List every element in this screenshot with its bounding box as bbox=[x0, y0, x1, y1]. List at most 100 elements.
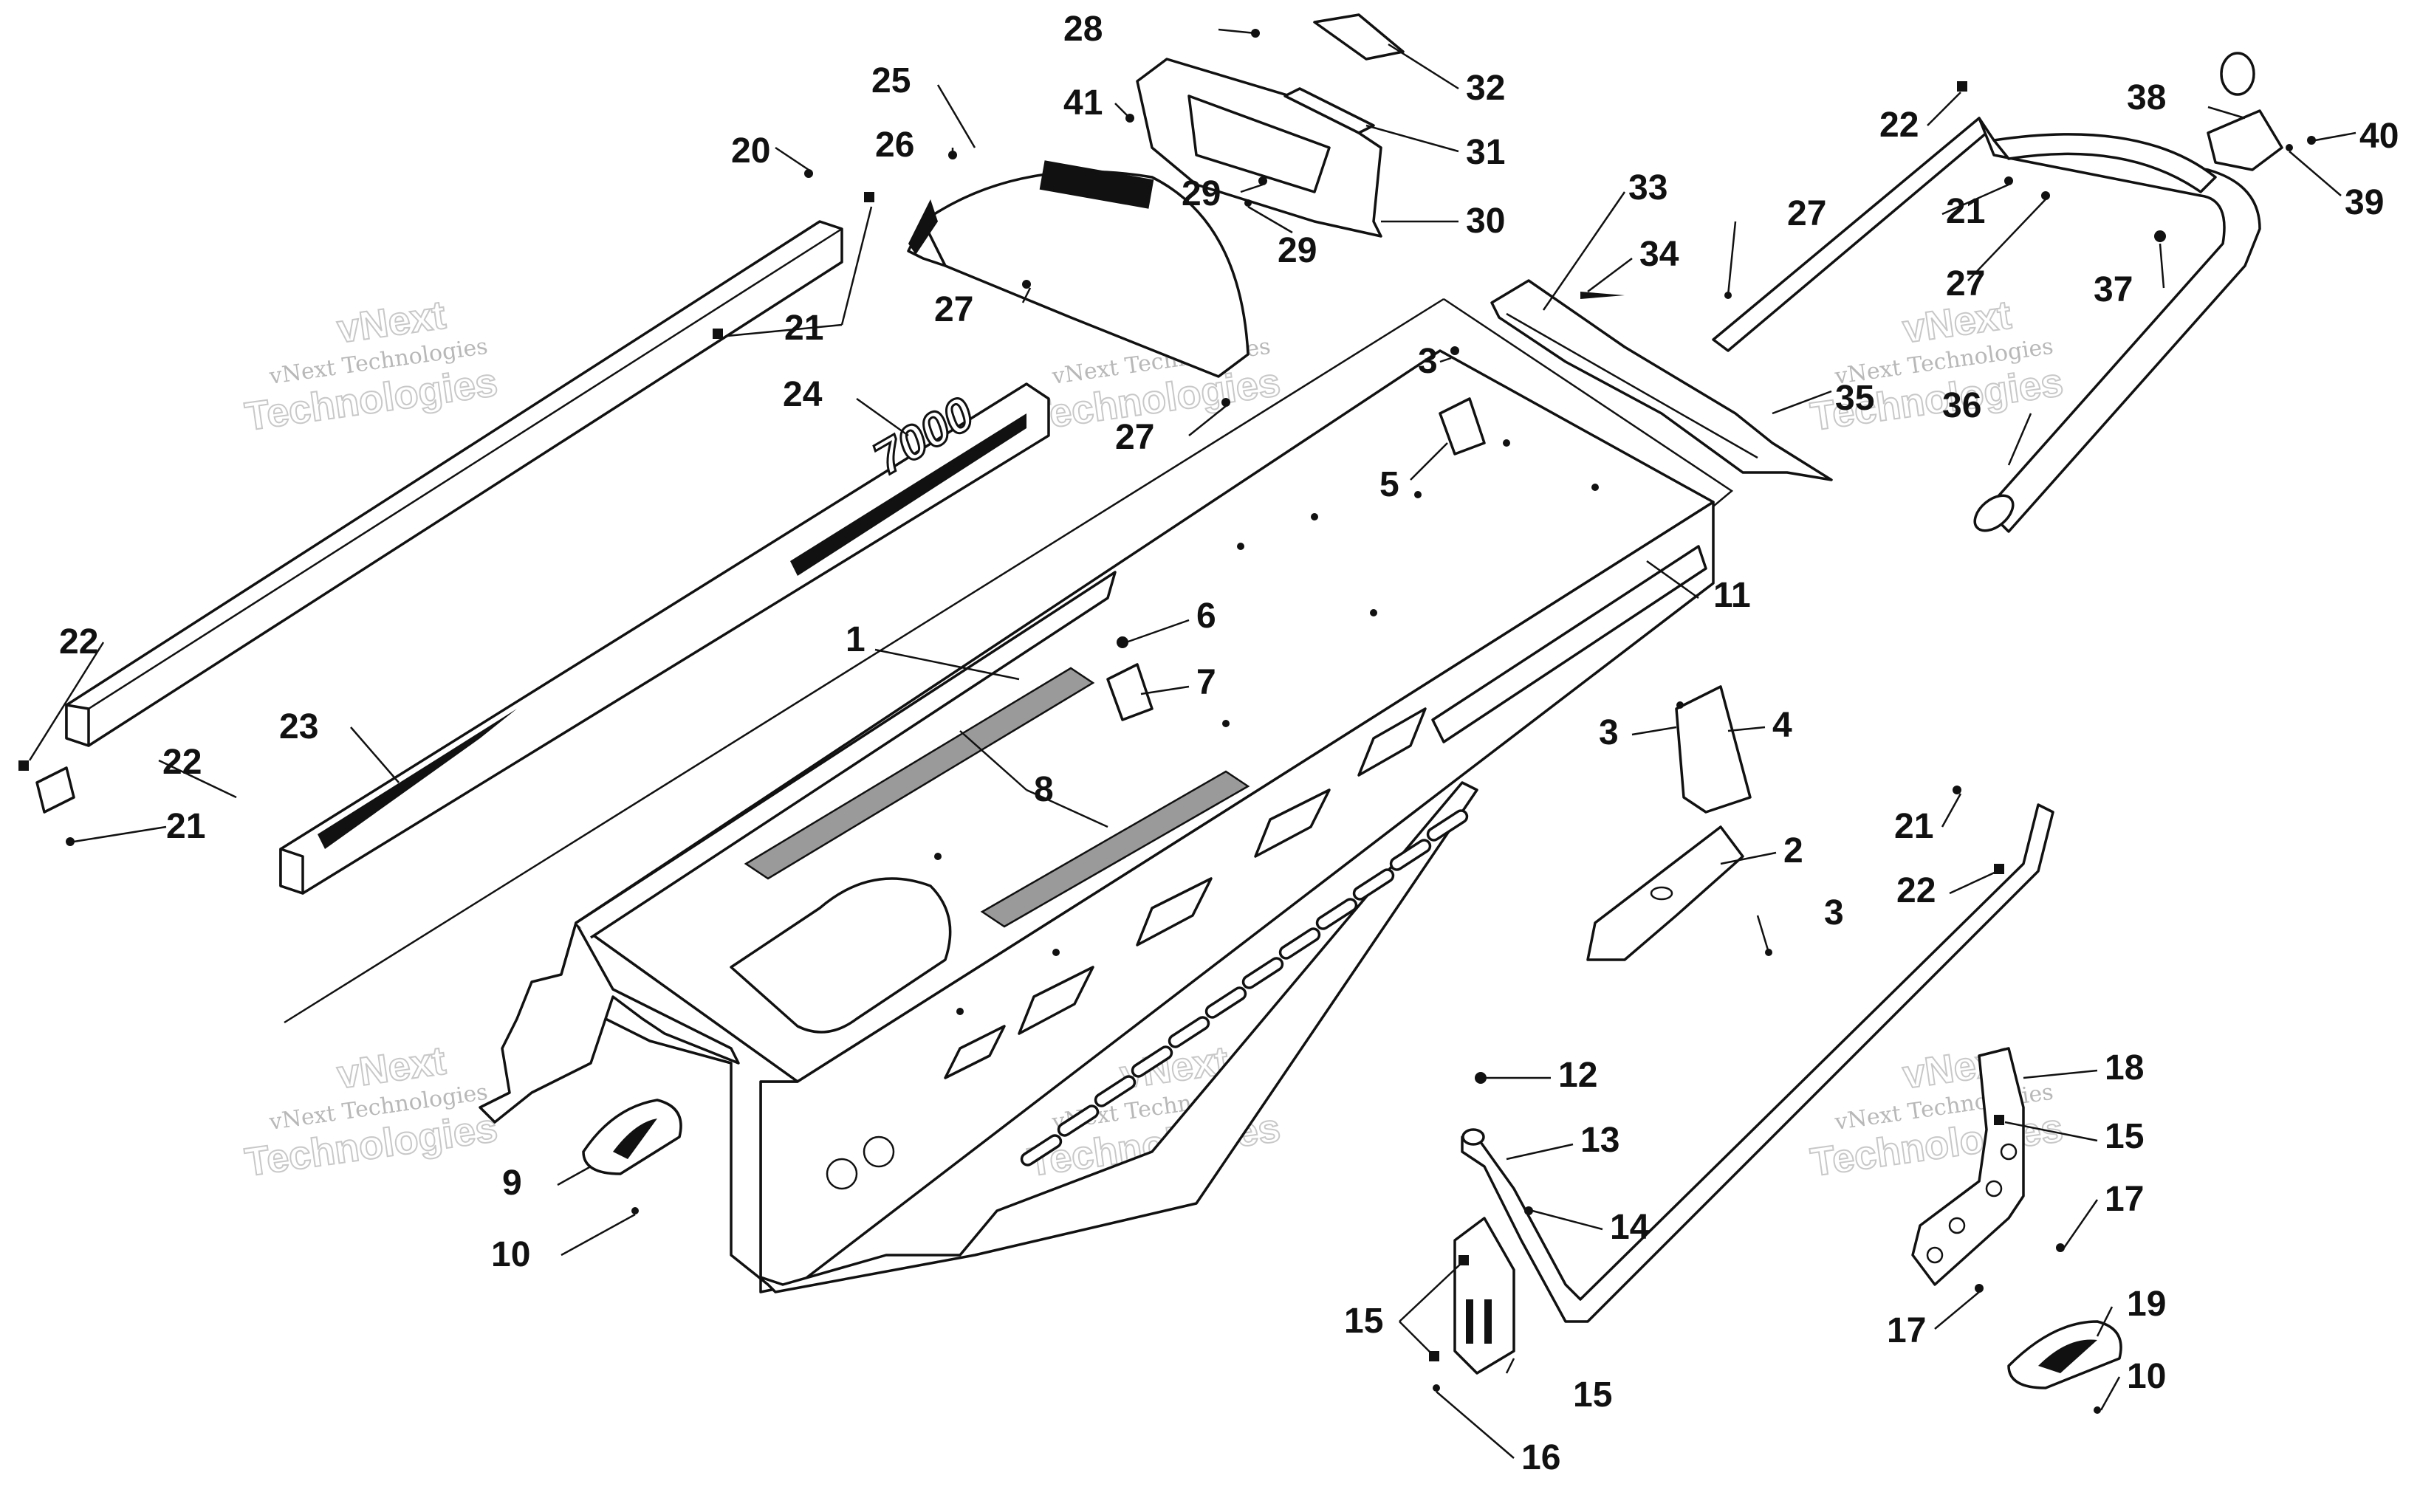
callout-label: 10 bbox=[491, 1235, 530, 1274]
tunnel-front-section bbox=[560, 781, 1478, 1293]
tunnel-part-1 bbox=[479, 349, 1715, 1293]
rivet-part-3 bbox=[1676, 701, 1684, 709]
step-plate-part-19 bbox=[1911, 1047, 2025, 1286]
callout-label: 7 bbox=[1196, 663, 1216, 702]
rivet-part-27 bbox=[2041, 191, 2050, 200]
callout-label: 24 bbox=[783, 375, 823, 414]
screw-part-18 bbox=[1975, 1284, 1984, 1293]
callout-label: 31 bbox=[1466, 133, 1505, 172]
callout-label: 26 bbox=[875, 126, 914, 165]
callout-label: 10 bbox=[2127, 1357, 2166, 1396]
leader-lines bbox=[28, 28, 2356, 1459]
bracket-part-4-body bbox=[1675, 685, 1752, 814]
callout-label: 25 bbox=[871, 61, 911, 100]
hitch-body bbox=[2207, 109, 2283, 171]
callout-label: 9 bbox=[502, 1164, 522, 1203]
left-rail-body bbox=[65, 220, 843, 747]
callout-label: 12 bbox=[1558, 1056, 1597, 1095]
tunnel-side-cutout bbox=[944, 1025, 1006, 1079]
cover-part-26 bbox=[907, 160, 1250, 378]
callout-label: 17 bbox=[1887, 1311, 1926, 1350]
screw-part-29 bbox=[1258, 176, 1267, 185]
screw-part-21 bbox=[2004, 176, 2013, 185]
handle-part-20 bbox=[2007, 1320, 2122, 1389]
nut-part-30 bbox=[1244, 199, 1252, 207]
bracket-part-2-hole bbox=[1650, 886, 1673, 901]
step-plate-hole bbox=[1926, 1246, 1944, 1264]
callout-label: 15 bbox=[1344, 1302, 1383, 1341]
left-rail-part-23 bbox=[35, 220, 843, 814]
tunnel-running-board-edge bbox=[575, 571, 1117, 939]
nut-part-22 bbox=[1957, 81, 1967, 92]
callout-label: 27 bbox=[1787, 194, 1826, 233]
tunnel-footwell-opening bbox=[730, 877, 952, 1034]
callout-label: 21 bbox=[1894, 807, 1933, 846]
screw-part-21 bbox=[1953, 786, 1961, 794]
callout-label: 27 bbox=[1115, 418, 1154, 457]
left-rail-end bbox=[65, 704, 90, 747]
step-plate-hole bbox=[2000, 1143, 2018, 1161]
callout-label: 14 bbox=[1610, 1208, 1650, 1247]
rivet-part-28 bbox=[1022, 280, 1031, 289]
callout-label: 6 bbox=[1196, 597, 1216, 636]
washer-part-40 bbox=[2286, 144, 2293, 151]
callout-label: 19 bbox=[2127, 1285, 2166, 1324]
rivet-part-3 bbox=[1450, 346, 1459, 355]
bracket-plate-part-32 bbox=[1283, 87, 1375, 134]
bracket-part-4 bbox=[1675, 685, 1752, 814]
nut-part-22 bbox=[18, 760, 29, 771]
callout-label: 15 bbox=[1573, 1375, 1612, 1415]
rail-decal-end bbox=[279, 848, 304, 895]
watermark: vNext vNext Technologies Technologies bbox=[241, 1037, 501, 1185]
rivet-part-10 bbox=[2094, 1406, 2101, 1414]
callout-label: 2 bbox=[1783, 831, 1803, 870]
bumper-top-rail bbox=[1992, 133, 2217, 193]
callout-label: 32 bbox=[1466, 69, 1505, 108]
rail-decal-graphic bbox=[318, 709, 517, 849]
callout-label: 22 bbox=[1896, 871, 1936, 910]
tunnel-cooler-slots bbox=[1020, 809, 1469, 1166]
callout-label: 23 bbox=[279, 707, 318, 746]
rail-decal-graphic bbox=[790, 413, 1026, 576]
side-plate-body bbox=[1453, 1217, 1515, 1375]
handle-grip bbox=[2038, 1339, 2097, 1373]
callout-label: 33 bbox=[1628, 168, 1667, 207]
hitch-ring bbox=[2220, 52, 2255, 96]
fasteners bbox=[18, 29, 2316, 1414]
callout-label: 22 bbox=[1879, 106, 1919, 145]
rivet-part-27 bbox=[1221, 398, 1230, 407]
cover-left-flange bbox=[908, 199, 938, 255]
callout-label: 3 bbox=[1418, 342, 1438, 381]
callout-label: 39 bbox=[2345, 183, 2384, 222]
callout-label: 29 bbox=[1182, 174, 1221, 213]
rivet-part-17 bbox=[2056, 1243, 2065, 1252]
bracket-part-2 bbox=[1586, 825, 1744, 961]
watermark: vNext vNext Technologies Technologies bbox=[241, 292, 501, 439]
rear-bracket-strip-part-35 bbox=[1580, 292, 1625, 299]
left-rail-edge bbox=[88, 227, 843, 710]
callout-label: 3 bbox=[1599, 713, 1619, 752]
bracket-cap-part-33 bbox=[1313, 13, 1405, 61]
bumper-tube-end bbox=[1973, 494, 2015, 532]
callout-label: 35 bbox=[1835, 379, 1874, 418]
callout-label: 36 bbox=[1942, 386, 1981, 425]
callout-label: 30 bbox=[1466, 202, 1505, 241]
callout-label: 21 bbox=[1946, 192, 1985, 231]
callout-label: 22 bbox=[59, 622, 98, 662]
tunnel-front-flange bbox=[479, 921, 740, 1124]
tunnel-side-cutout bbox=[1357, 707, 1427, 777]
nut-part-22 bbox=[864, 192, 874, 202]
callout-label: 28 bbox=[1063, 10, 1103, 49]
callout-label: 17 bbox=[2105, 1180, 2144, 1219]
callout-label: 8 bbox=[1034, 770, 1054, 809]
callout-label: 15 bbox=[2105, 1117, 2144, 1156]
tow-hitch-part-39 bbox=[2207, 52, 2283, 171]
rear-bracket-part-34 bbox=[1490, 279, 1833, 481]
callout-label: 27 bbox=[934, 290, 973, 329]
callout-label: 40 bbox=[2359, 117, 2399, 156]
nut-part-6 bbox=[1117, 636, 1128, 648]
lower-bumper-tube bbox=[1461, 803, 2054, 1323]
rivet-part-10 bbox=[631, 1207, 639, 1214]
step-plate-body bbox=[1911, 1047, 2025, 1286]
